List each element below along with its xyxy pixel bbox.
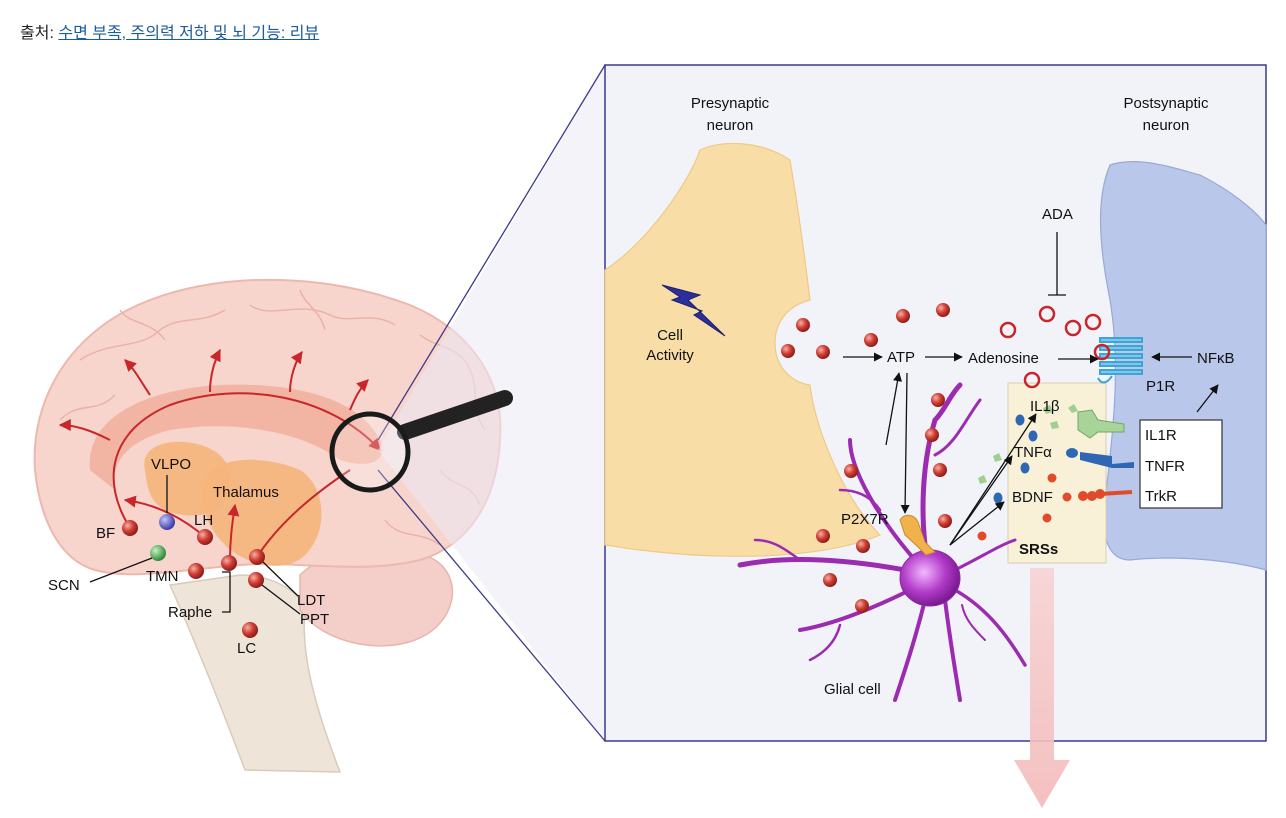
label-cell-activity-2: Activity bbox=[646, 347, 694, 364]
label-p1r: P1R bbox=[1146, 378, 1175, 395]
label-glial-cell: Glial cell bbox=[824, 681, 881, 698]
source-link[interactable]: 수면 부족, 주의력 저하 및 뇌 기능: 리뷰 bbox=[58, 25, 320, 42]
label-tnfr: TNFR bbox=[1145, 458, 1185, 475]
label-lh: LH bbox=[194, 512, 213, 529]
label-lc: LC bbox=[237, 640, 256, 657]
cytokine-particles bbox=[977, 404, 1078, 541]
source-caption: 출처: 수면 부족, 주의력 저하 및 뇌 기능: 리뷰 bbox=[20, 19, 319, 43]
lightning-icon bbox=[661, 284, 726, 337]
magnifier-icon bbox=[329, 390, 513, 493]
label-il1r: IL1R bbox=[1145, 427, 1177, 444]
label-p2x7r: P2X7R bbox=[841, 511, 889, 528]
label-tnfa: TNFα bbox=[1014, 444, 1052, 461]
vlpo-nucleus bbox=[159, 514, 175, 530]
receptor-label-box bbox=[1139, 419, 1223, 509]
ldt-nucleus bbox=[249, 549, 265, 565]
glial-nucleus bbox=[899, 549, 961, 607]
adenosine-molecules bbox=[999, 305, 1111, 389]
label-trkr: TrkR bbox=[1145, 488, 1177, 505]
source-prefix: 출처: bbox=[20, 25, 59, 42]
corpus-callosum bbox=[89, 384, 383, 490]
label-ppt: PPT bbox=[300, 611, 329, 628]
label-ada: ADA bbox=[1042, 206, 1073, 223]
label-ldt: LDT bbox=[297, 592, 325, 609]
label-tmn: TMN bbox=[146, 568, 179, 585]
lh-nucleus bbox=[197, 529, 213, 545]
leader-lines bbox=[89, 475, 301, 615]
brainstem bbox=[168, 574, 342, 773]
label-postsynaptic-2: neuron bbox=[1143, 117, 1190, 134]
label-thalamus: Thalamus bbox=[213, 484, 279, 501]
label-scn: SCN bbox=[48, 577, 80, 594]
label-nfkb: NFκB bbox=[1197, 350, 1235, 367]
scn-nucleus bbox=[150, 545, 166, 561]
label-presynaptic-2: neuron bbox=[707, 117, 754, 134]
label-il1b: IL1β bbox=[1030, 398, 1060, 415]
thalamus-region bbox=[202, 459, 322, 566]
outflow-arrow bbox=[1014, 568, 1070, 808]
brain-illustration: VLPO Thalamus LH BF SCN TMN Raphe LDT PP… bbox=[33, 278, 502, 773]
label-presynaptic-1: Presynaptic bbox=[691, 95, 770, 112]
raphe-nucleus bbox=[221, 555, 237, 571]
label-srss: SRSs bbox=[1019, 541, 1058, 558]
label-postsynaptic-1: Postsynaptic bbox=[1123, 95, 1209, 112]
label-vlpo: VLPO bbox=[151, 456, 191, 473]
pathway-arrows bbox=[843, 232, 1219, 546]
cytokine-receptors bbox=[1066, 409, 1134, 501]
label-bdnf: BDNF bbox=[1012, 489, 1053, 506]
presynaptic-neuron bbox=[604, 142, 882, 557]
label-adenosine: Adenosine bbox=[968, 350, 1039, 367]
glial-cell bbox=[737, 382, 1027, 702]
lc-nucleus bbox=[242, 622, 258, 638]
ppt-nucleus bbox=[248, 572, 264, 588]
p2x7r-receptor bbox=[899, 514, 936, 556]
atp-molecules bbox=[781, 303, 952, 613]
synapse-panel: Presynaptic neuron Postsynaptic neuron C… bbox=[604, 64, 1267, 808]
label-raphe: Raphe bbox=[168, 604, 212, 621]
label-bf: BF bbox=[96, 525, 115, 542]
p1r-receptor bbox=[1097, 337, 1143, 384]
tmn-nucleus bbox=[188, 563, 204, 579]
label-atp: ATP bbox=[887, 349, 915, 366]
label-cell-activity-1: Cell bbox=[657, 327, 683, 344]
bf-nucleus bbox=[122, 520, 138, 536]
